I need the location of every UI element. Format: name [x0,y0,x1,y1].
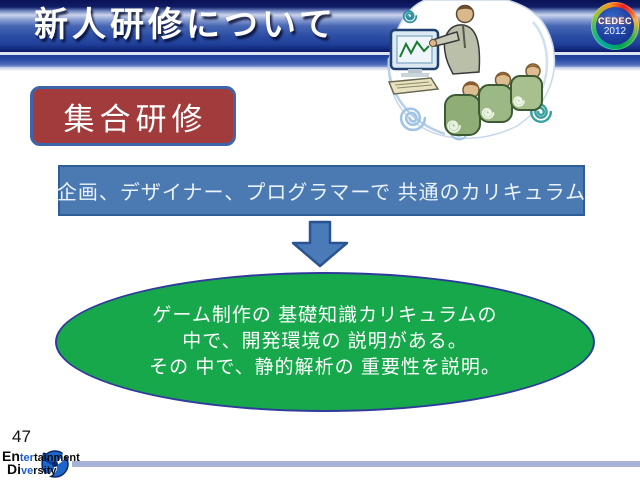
curriculum-box: 企画、デザイナー、プログラマーで 共通のカリキュラム [56,165,587,216]
logo-word-part: rsity [33,465,57,477]
footer-bar [72,461,640,467]
student-figures [444,63,543,136]
category-box: 集合研修 [30,86,236,146]
page-title: 新人研修について [34,6,337,44]
summary-ellipse: ゲーム制作の 基礎知識カリキュラムの 中で、開発環境の 説明がある。 その 中で… [55,272,595,412]
page-number: 47 [12,427,31,446]
classroom-training-clipart-icon [387,0,556,141]
logo-word-part: Di [7,461,21,477]
keyboard-icon [387,77,440,95]
logo-word-part: ter [19,452,34,464]
monitor-icon [389,28,440,77]
cedec-logo-center: CEDEC 2012 [596,7,634,45]
cedec-logo-name: CEDEC [597,15,632,26]
header-divider [0,52,640,55]
entertainment-diversity-wordmark: Entertainment Diversity [2,448,80,477]
down-arrow-icon [291,220,349,268]
entertainment-diversity-logo: Entertainment Diversity [2,448,80,478]
curriculum-box-text: 企画、デザイナー、プログラマーで 共通のカリキュラム [56,182,587,204]
header-fade [0,67,640,71]
logo-word-part: En [2,448,20,464]
category-box-label: 集合研修 [63,101,208,137]
summary-line: ゲーム制作の 基礎知識カリキュラムの [152,305,498,326]
logo-word-part: tainment [33,452,80,464]
cedec-2012-logo: CEDEC 2012 [591,2,639,50]
summary-line: その 中で、静的解析の 重要性を説明。 [149,357,501,378]
summary-line: 中で、開発環境の 説明がある。 [182,331,468,352]
cedec-logo-year: 2012 [603,25,627,37]
logo-word-part: ve [21,465,34,477]
pinwheel-icon [41,450,69,478]
instructor-figure [429,4,481,75]
